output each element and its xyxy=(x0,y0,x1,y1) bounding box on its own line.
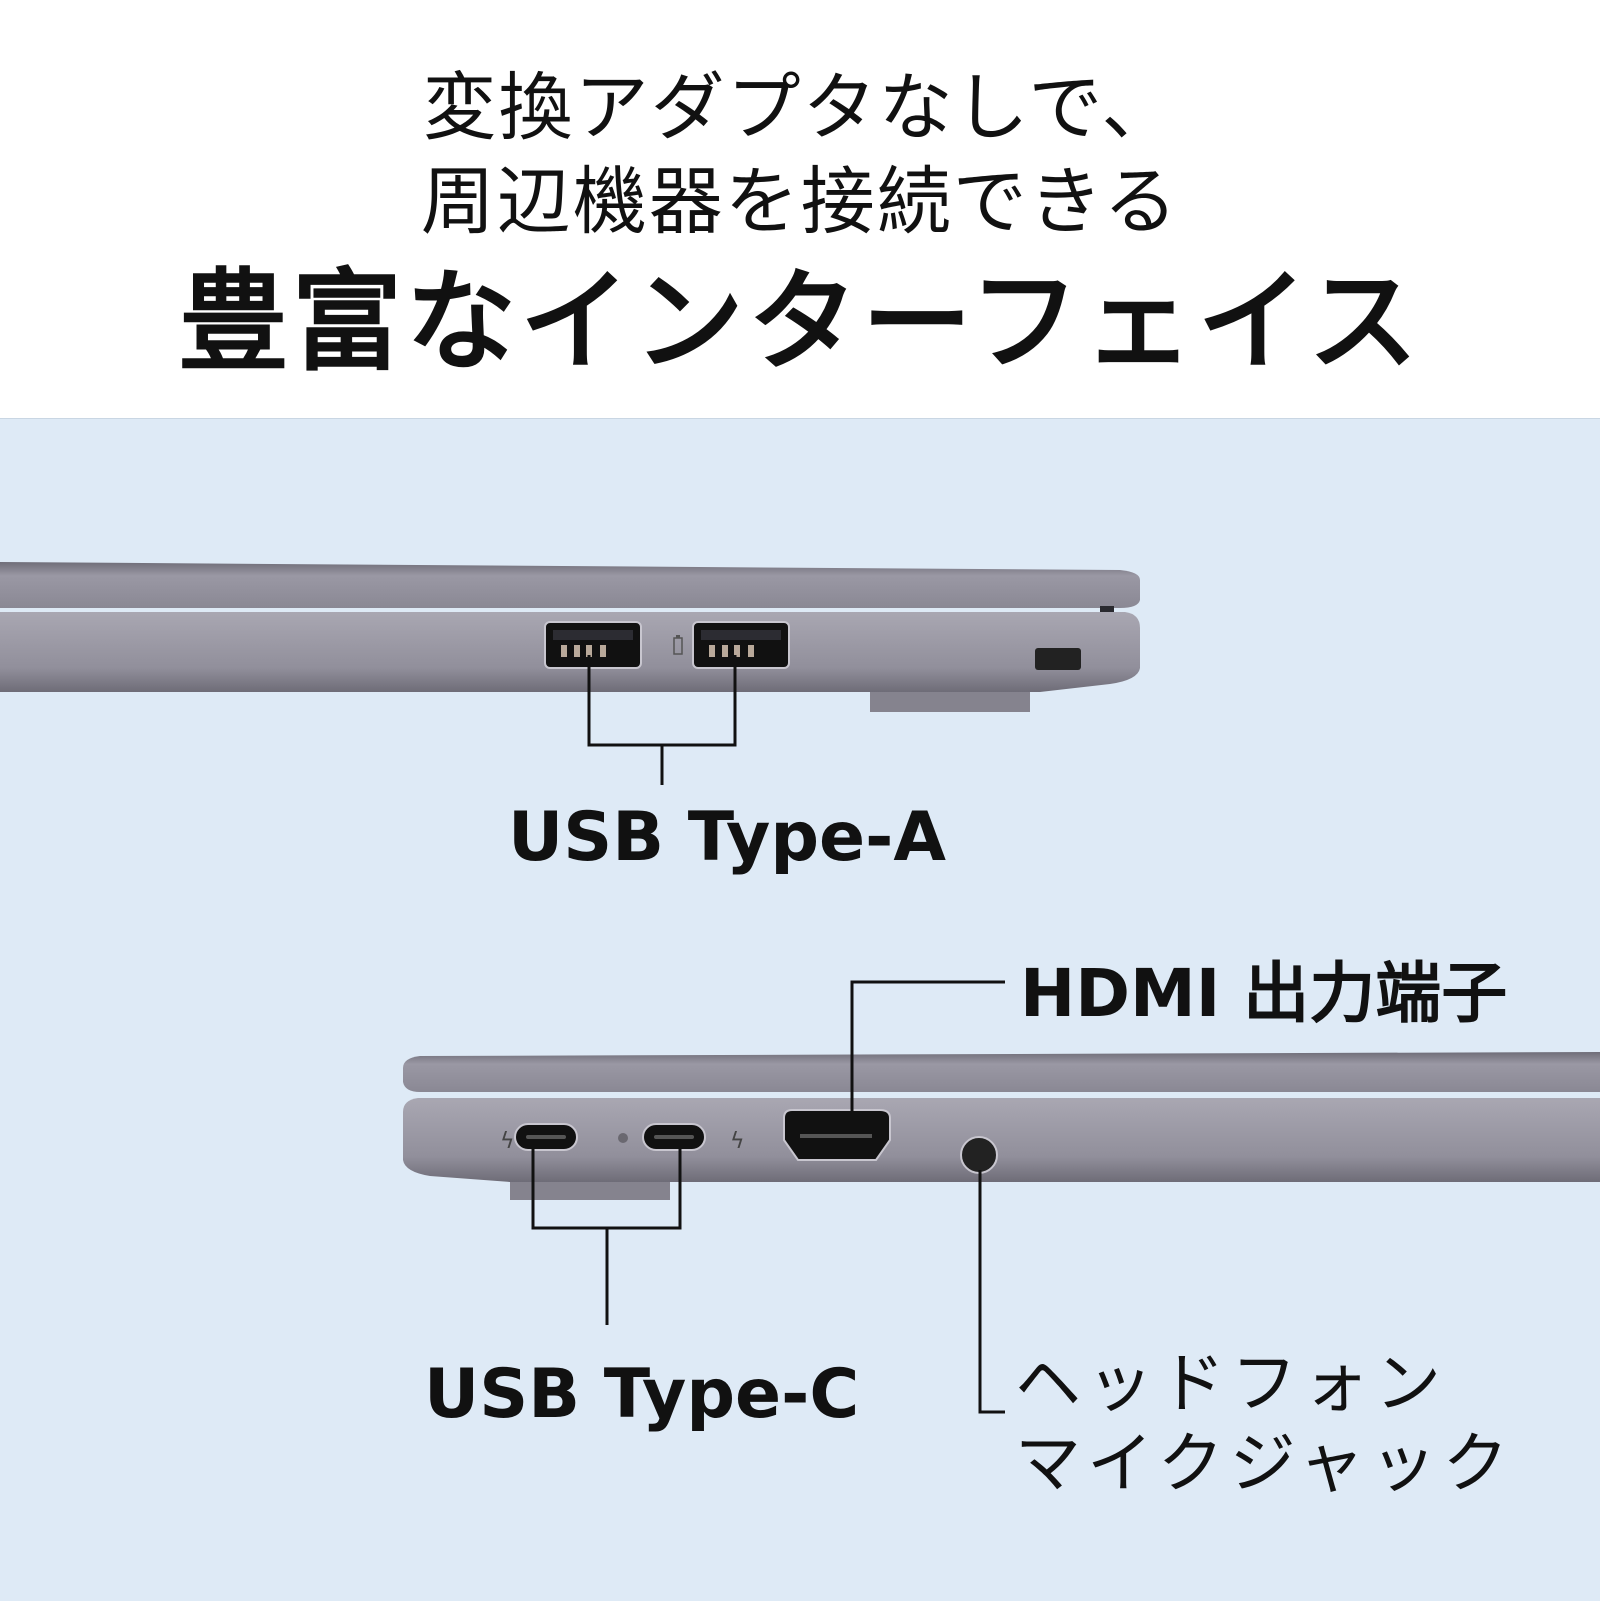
audio-jack xyxy=(960,1136,998,1174)
hdmi-label: HDMI 出力端子 xyxy=(1020,955,1508,1032)
usb-a-port xyxy=(544,621,642,669)
usb-a-label: USB Type-A xyxy=(508,798,946,877)
laptop-base xyxy=(403,1098,1600,1182)
usb-c-callout-line xyxy=(531,1148,682,1325)
laptop-foot xyxy=(510,1178,670,1200)
thunderbolt-icon: ϟ xyxy=(500,1129,515,1154)
headline-line-1: 変換アダプタなしで、 xyxy=(422,65,1178,151)
security-lock-slot xyxy=(1035,648,1081,670)
usb-a-port-charging xyxy=(692,621,790,669)
status-led xyxy=(618,1133,628,1143)
header-area: 変換アダプタなしで、 周辺機器を接続できる 豊富なインターフェイス xyxy=(0,0,1600,418)
headline-line-2: 周辺機器を接続できる xyxy=(420,159,1180,245)
headphone-label-line-2: マイクジャック xyxy=(1015,1425,1515,1502)
laptop-lid xyxy=(403,1052,1600,1092)
headphone-callout-line xyxy=(978,1170,1005,1414)
laptop-left-side: ϟ ϟ xyxy=(403,1052,1600,1200)
battery-charge-icon xyxy=(673,635,683,655)
laptop-lid xyxy=(0,562,1140,608)
usb-c-label: USB Type-C xyxy=(424,1355,860,1434)
thunderbolt-icon: ϟ xyxy=(730,1129,745,1154)
headphone-label-line-1: ヘッドフォン xyxy=(1015,1345,1447,1422)
hdmi-callout-line xyxy=(850,980,1005,1130)
laptop-right-side xyxy=(0,562,1140,712)
usb-a-callout-line xyxy=(587,655,737,785)
headline-title: 豊富なインターフェイス xyxy=(177,258,1423,386)
